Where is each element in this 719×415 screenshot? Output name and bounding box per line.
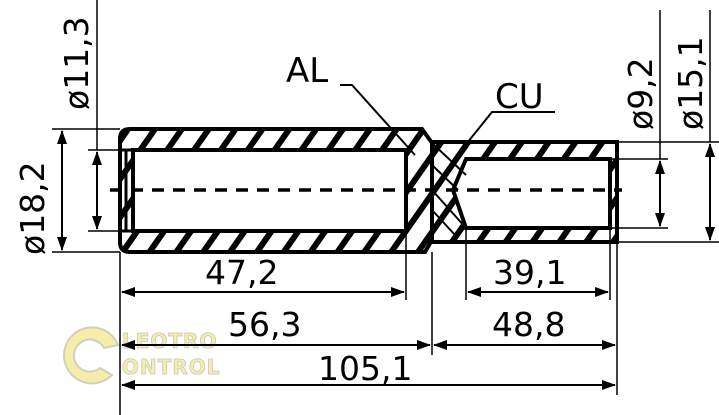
al-leader (340, 84, 416, 156)
dim-length-cu: 48,8 (492, 305, 565, 344)
watermark-logo: LEOTRO ONTROL (63, 326, 221, 385)
dim-outer-al: ø18,2 (13, 161, 52, 255)
dim-outer-cu: ø15,1 (671, 36, 710, 130)
dim-length-al: 56,3 (228, 305, 301, 344)
dim-bore-al: 47,2 (205, 253, 278, 292)
dim-inner-al: ø11,3 (57, 16, 96, 110)
dim-length-total: 105,1 (318, 349, 412, 388)
dim-inner-cu: ø9,2 (621, 57, 660, 130)
watermark-line2: ONTROL (122, 355, 221, 379)
label-al: AL (286, 51, 328, 91)
dim-bore-cu: 39,1 (493, 253, 566, 292)
label-cu: CU (495, 77, 544, 117)
watermark-line1: LEOTRO (122, 329, 217, 353)
cu-leader (454, 111, 555, 159)
copper-pin (430, 140, 619, 244)
aluminium-barrel (118, 127, 434, 254)
